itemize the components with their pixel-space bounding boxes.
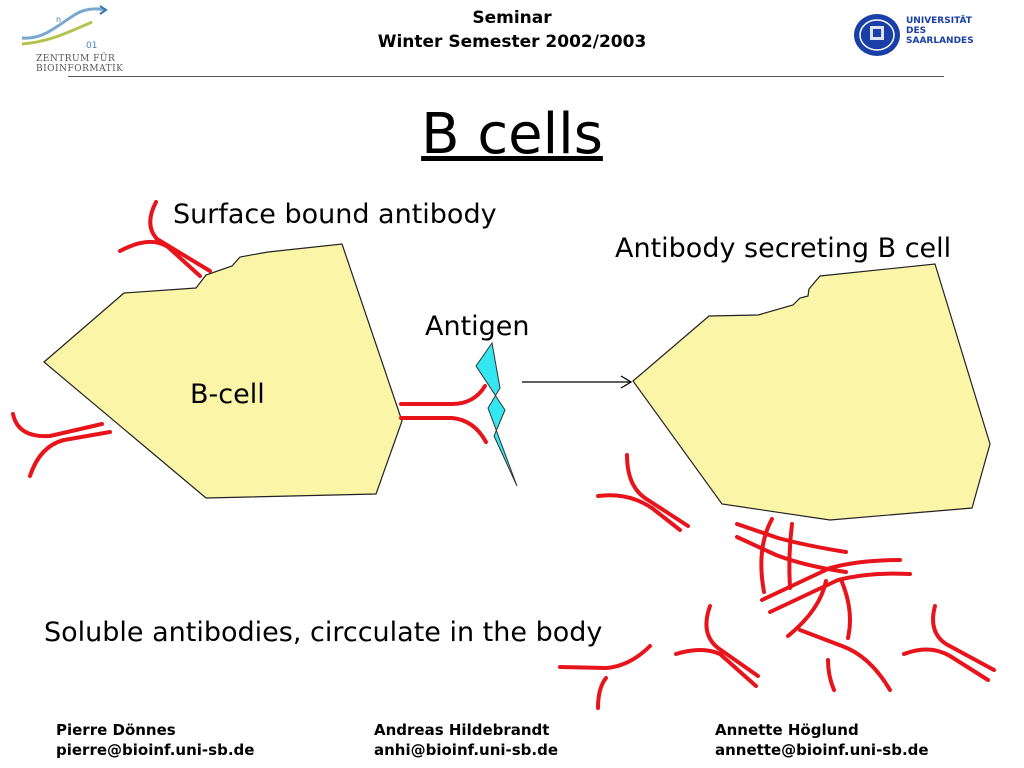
header-divider xyxy=(68,76,944,77)
uni-saarland-logo: UNIVERSITÄT DES SAARLANDES xyxy=(852,12,992,58)
b-cell-label: B-cell xyxy=(190,379,265,410)
author-email[interactable]: anhi@bioinf.uni-sb.de xyxy=(374,741,559,759)
uni-logo-text-3: SAARLANDES xyxy=(906,36,974,46)
zentrum-logo-graphic: n 01 xyxy=(21,5,108,51)
svg-text:n: n xyxy=(56,15,61,24)
secreting-cell-label: Antibody secreting B cell xyxy=(615,233,952,264)
footer-author-2: Andreas Hildebrandt anhi@bioinf.uni-sb.d… xyxy=(374,720,558,760)
soluble-antibody xyxy=(798,628,892,692)
soluble-antibody xyxy=(735,522,848,574)
b-cell-shape xyxy=(43,243,403,499)
uni-seal-icon xyxy=(854,14,900,56)
seminar-header: Seminar Winter Semester 2002/2003 xyxy=(0,6,1024,54)
author-email[interactable]: annette@bioinf.uni-sb.de xyxy=(715,741,929,759)
surface-antibody-label: Surface bound antibody xyxy=(173,199,497,230)
antigen-shape xyxy=(475,341,518,487)
surface-antibody-top xyxy=(118,200,212,278)
surface-antibody-right xyxy=(399,384,488,444)
svg-text:01: 01 xyxy=(86,41,97,51)
soluble-antibody xyxy=(902,604,996,682)
soluble-antibody xyxy=(558,644,652,710)
soluble-antibody xyxy=(674,604,760,688)
uni-logo-text-2: DES xyxy=(906,26,927,36)
soluble-antibody xyxy=(759,517,794,594)
seminar-title: Seminar xyxy=(472,8,552,28)
footer-author-3: Annette Höglund annette@bioinf.uni-sb.de xyxy=(715,720,929,760)
zentrum-logo-text-2: BIOINFORMATIK xyxy=(36,64,124,74)
semester-title: Winter Semester 2002/2003 xyxy=(377,32,647,52)
soluble-antibody xyxy=(786,579,852,640)
zentrum-logo: n 01 ZENTRUM FÜR BIOINFORMATIK xyxy=(14,4,134,76)
uni-logo-text-1: UNIVERSITÄT xyxy=(906,16,972,26)
zentrum-logo-text-1: ZENTRUM FÜR xyxy=(36,54,116,64)
surface-antibody-left xyxy=(11,412,112,478)
slide-title: B cells xyxy=(421,102,603,167)
arrow-icon xyxy=(522,375,633,389)
author-name: Andreas Hildebrandt xyxy=(374,721,550,739)
author-name: Pierre Dönnes xyxy=(56,721,176,739)
secreting-b-cell-shape xyxy=(632,263,991,521)
author-email[interactable]: pierre@bioinf.uni-sb.de xyxy=(56,741,255,759)
antigen-label: Antigen xyxy=(425,311,530,342)
soluble-antibodies-label: Soluble antibodies, circculate in the bo… xyxy=(44,617,603,648)
footer-author-1: Pierre Dönnes pierre@bioinf.uni-sb.de xyxy=(56,720,254,760)
author-name: Annette Höglund xyxy=(715,721,859,739)
soluble-antibody xyxy=(760,558,912,614)
soluble-antibody xyxy=(596,453,690,532)
